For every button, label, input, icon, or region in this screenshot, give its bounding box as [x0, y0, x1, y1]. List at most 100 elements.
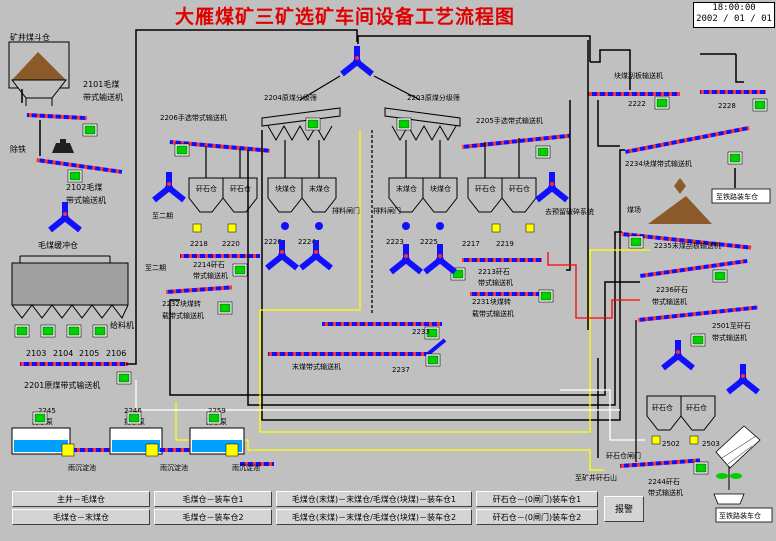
splitter-rock [663, 340, 693, 368]
label-2236b: 带式输送机 [652, 297, 687, 306]
pump-2245-label: 2245 [38, 407, 56, 415]
conveyor-2236 [640, 258, 748, 278]
label-2203-screen: 2203原煤分级筛 [407, 93, 460, 102]
feeder-2104: 2104 [53, 349, 73, 358]
motor-2232[interactable] [217, 301, 233, 315]
vert-label-b: 至二期 [145, 264, 166, 272]
coal-yard-label: 煤场 [627, 205, 641, 214]
feeder-2106: 2106 [106, 349, 126, 358]
route-button-6[interactable]: 毛煤仓(末煤)－末煤仓/毛煤仓(块煤)－装车仓2 [276, 509, 472, 525]
label-2204-screen: 2204原煤分级筛 [264, 93, 317, 102]
conveyor-2233 [322, 322, 442, 326]
splitter-c4 [425, 244, 455, 272]
label-2214: 2214矸石 [193, 261, 225, 269]
motor-2201[interactable] [116, 371, 132, 385]
motor-2235[interactable] [628, 235, 644, 249]
motor-pump-2259[interactable] [206, 411, 222, 425]
conveyor-2214 [180, 254, 260, 258]
coal-yard-pile [648, 196, 712, 224]
feeder-2103: 2103 [26, 349, 46, 358]
route-button-4[interactable]: 毛煤仓－装车仓2 [154, 509, 272, 525]
label-2237: 2237 [392, 366, 410, 374]
splitter-main [342, 46, 372, 74]
gate-2225: 2225 [420, 238, 438, 246]
bin-rock-a: 矸石仓 [196, 184, 217, 193]
sump-2: 雨沉淀池 [160, 463, 188, 472]
label-lump-conv: 块煤刮板输送机 [614, 71, 663, 80]
gate-2220: 2220 [222, 240, 240, 248]
motor-2103[interactable] [14, 324, 30, 338]
motor-2231[interactable] [538, 289, 554, 303]
label-2206: 2206手选带式输送机 [160, 113, 227, 122]
label-2232: 2232块煤转 [162, 299, 201, 308]
label-2244b: 带式输送机 [648, 488, 683, 497]
to-railway-2: 至铁路装车仓 [719, 511, 761, 520]
discharge-gate-a: 排料闸门 [332, 206, 360, 215]
bin-lump-a: 块煤仓 [275, 184, 296, 193]
feeder-label: 给料机 [110, 320, 134, 330]
bin-rock-e [646, 395, 682, 431]
conveyor-2501 [637, 305, 758, 322]
bins-left [188, 177, 537, 213]
to-railway-1: 至铁路装车仓 [716, 192, 758, 201]
route-button-5[interactable]: 毛煤仓(末煤)－末煤仓/毛煤仓(块煤)－装车仓1 [276, 491, 472, 507]
gate-2224: 2224 [298, 238, 316, 246]
bin-rock-c: 矸石仓 [475, 184, 496, 193]
raw-coal-buffer-bin [11, 262, 129, 319]
gate-2223: 2223 [386, 238, 404, 246]
route-button-7[interactable]: 矸石仓－(0闸门)装车仓1 [476, 491, 598, 507]
motor-pump-2245[interactable] [32, 411, 48, 425]
pump-2259-label: 2259 [208, 407, 226, 415]
motor-2101[interactable] [82, 123, 98, 137]
gate-2219: 2219 [496, 240, 514, 248]
motor-2234[interactable] [727, 151, 743, 165]
to-rock-hill: 至矿井矸石山 [575, 473, 617, 482]
bin-rock-b: 矸石仓 [230, 184, 251, 193]
motor-2104[interactable] [40, 324, 56, 338]
motor-2204-screen[interactable] [305, 117, 321, 131]
motor-2206[interactable] [174, 143, 190, 157]
motor-2222[interactable] [654, 96, 670, 110]
splitter-2102 [50, 202, 80, 230]
motor-2214[interactable] [232, 263, 248, 277]
conveyor-fine [268, 352, 428, 356]
to-railway-box-2 [715, 507, 773, 523]
motor-2237[interactable] [425, 353, 441, 367]
motor-2244[interactable] [693, 461, 709, 475]
label-2231: 2231块煤转 [472, 297, 511, 306]
mine-bin-label: 矿井煤斗仓 [10, 32, 50, 42]
label-2201: 2201原煤带式输送机 [24, 380, 100, 390]
label-2235: 2235末煤刮板输送机 [654, 241, 721, 250]
label-2234: 2234块煤带式输送机 [625, 159, 692, 168]
motor-2501[interactable] [690, 333, 706, 347]
screen-2203 [384, 107, 461, 142]
motor-2105[interactable] [66, 324, 82, 338]
iron-remover-icon [52, 139, 74, 153]
splitter-c3 [391, 244, 421, 272]
discharge-gate-b: 排料闸门 [373, 206, 401, 215]
motor-2106[interactable] [92, 324, 108, 338]
route-button-2[interactable]: 毛煤仓－末煤仓 [12, 509, 150, 525]
motor-2236[interactable] [712, 269, 728, 283]
railway-loader [713, 425, 761, 505]
motor-2228[interactable] [752, 98, 768, 112]
label-fine-conv: 末煤带式输送机 [292, 362, 341, 371]
conveyor-2205 [462, 133, 570, 149]
motor-2102[interactable] [67, 169, 83, 183]
route-button-3[interactable]: 毛煤仓－装车仓1 [154, 491, 272, 507]
motor-pump-2246[interactable] [126, 411, 142, 425]
to-railway-box-1 [711, 188, 771, 204]
clock-display: 18:00:00 2002 / 01 / 01 [693, 2, 775, 28]
label-2222: 2222 [628, 100, 646, 108]
alarm-button[interactable]: 报警 [604, 496, 644, 522]
label-2501: 2501至矸石 [712, 322, 751, 330]
motor-2203-screen[interactable] [396, 117, 412, 131]
route-button-8[interactable]: 矸石仓－(0闸门)装车仓2 [476, 509, 598, 525]
valves-row [192, 222, 535, 233]
motor-2205[interactable] [535, 145, 551, 159]
bin-fine-b: 块煤仓 [430, 184, 451, 193]
route-button-1[interactable]: 主井－毛煤仓 [12, 491, 150, 507]
bin-rock-d: 矸石仓 [509, 184, 530, 193]
